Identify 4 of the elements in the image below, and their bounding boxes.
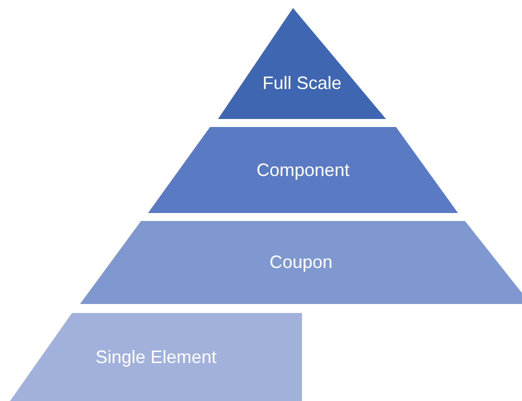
layer-label: Full Scale (262, 73, 342, 94)
layer-label: Component (256, 160, 350, 180)
layer-label: Coupon (269, 252, 333, 273)
layer-label: Single Element (95, 346, 217, 368)
